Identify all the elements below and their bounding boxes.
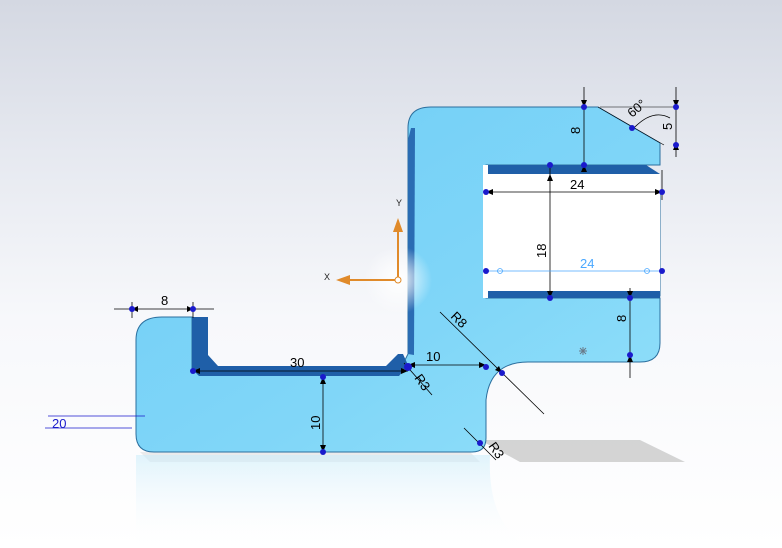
sketch-point[interactable] (659, 268, 665, 274)
triad-y-label: Y (396, 198, 402, 208)
sketch-point[interactable] (673, 104, 679, 110)
sketch-point[interactable] (627, 295, 633, 301)
sketch-point[interactable] (190, 306, 196, 312)
dimension-18[interactable]: 18 (534, 165, 553, 298)
sketch-point[interactable] (547, 295, 553, 301)
dimension-30[interactable]: 30 (193, 355, 408, 374)
sketch-point[interactable] (499, 370, 505, 376)
sketch-point[interactable] (320, 374, 326, 380)
dimension-20-text: 20 (52, 416, 66, 431)
sketch-point[interactable] (581, 104, 587, 110)
slot-wall-inner (483, 165, 488, 298)
dimension-30-text: 30 (290, 355, 304, 370)
origin-icon[interactable] (394, 276, 402, 284)
sketch-point[interactable] (581, 162, 587, 168)
sketch-point[interactable] (629, 125, 635, 131)
sketch-point[interactable] (483, 364, 489, 370)
pocket-wall-vertical (408, 128, 415, 355)
floor-shadow (480, 440, 685, 462)
dimension-10-horizontal-text: 10 (426, 349, 440, 364)
dimension-10-vertical[interactable]: 10 (308, 377, 326, 452)
triad-x-label: X (324, 272, 330, 282)
sketch-points (129, 104, 679, 455)
sketch-point[interactable] (404, 363, 412, 371)
sketch-point[interactable] (477, 440, 483, 446)
dimension-20[interactable]: 20 (45, 415, 145, 431)
sketch-point[interactable] (627, 352, 633, 358)
sketch-point[interactable] (673, 142, 679, 148)
dimension-8-slot-top-text: 8 (568, 127, 583, 134)
dimension-10-horizontal[interactable]: 10 (408, 349, 486, 368)
dimension-24-top-text: 24 (570, 177, 584, 192)
slot-wall-top (486, 165, 660, 174)
sketch-point[interactable] (190, 368, 196, 374)
dimension-5-text: 5 (660, 123, 675, 130)
center-point-icon (579, 347, 587, 355)
sketch-point[interactable] (659, 189, 665, 195)
dimension-8-right-text: 8 (614, 315, 629, 322)
triad-x-arrow-icon (336, 275, 350, 285)
sketch-point[interactable] (483, 189, 489, 195)
part-reflection (136, 455, 525, 548)
slot-opening (488, 174, 660, 291)
dimension-8-top-left-text: 8 (161, 293, 168, 308)
dimension-24-driven[interactable]: 24 (486, 256, 662, 274)
dimension-8-slot-top[interactable]: 8 (568, 87, 587, 172)
slot-wall-bottom (486, 291, 660, 298)
dimension-8-right[interactable]: 8 (614, 288, 633, 378)
pocket-wall-left (192, 317, 408, 376)
sketch-point[interactable] (320, 449, 326, 455)
sketch-point[interactable] (129, 306, 135, 312)
dimension-24-driven-text: 24 (580, 256, 594, 271)
sketch-point[interactable] (483, 268, 489, 274)
dimension-10-vertical-text: 10 (308, 416, 323, 430)
dimension-24-top[interactable]: 24 (486, 170, 663, 200)
sketch-point[interactable] (547, 162, 553, 168)
dimension-60-angle-text: 60° (624, 96, 649, 120)
triad-y-arrow-icon (393, 218, 403, 232)
dimension-8-top-left[interactable]: 8 (114, 293, 214, 318)
dimension-18-text: 18 (534, 244, 549, 258)
